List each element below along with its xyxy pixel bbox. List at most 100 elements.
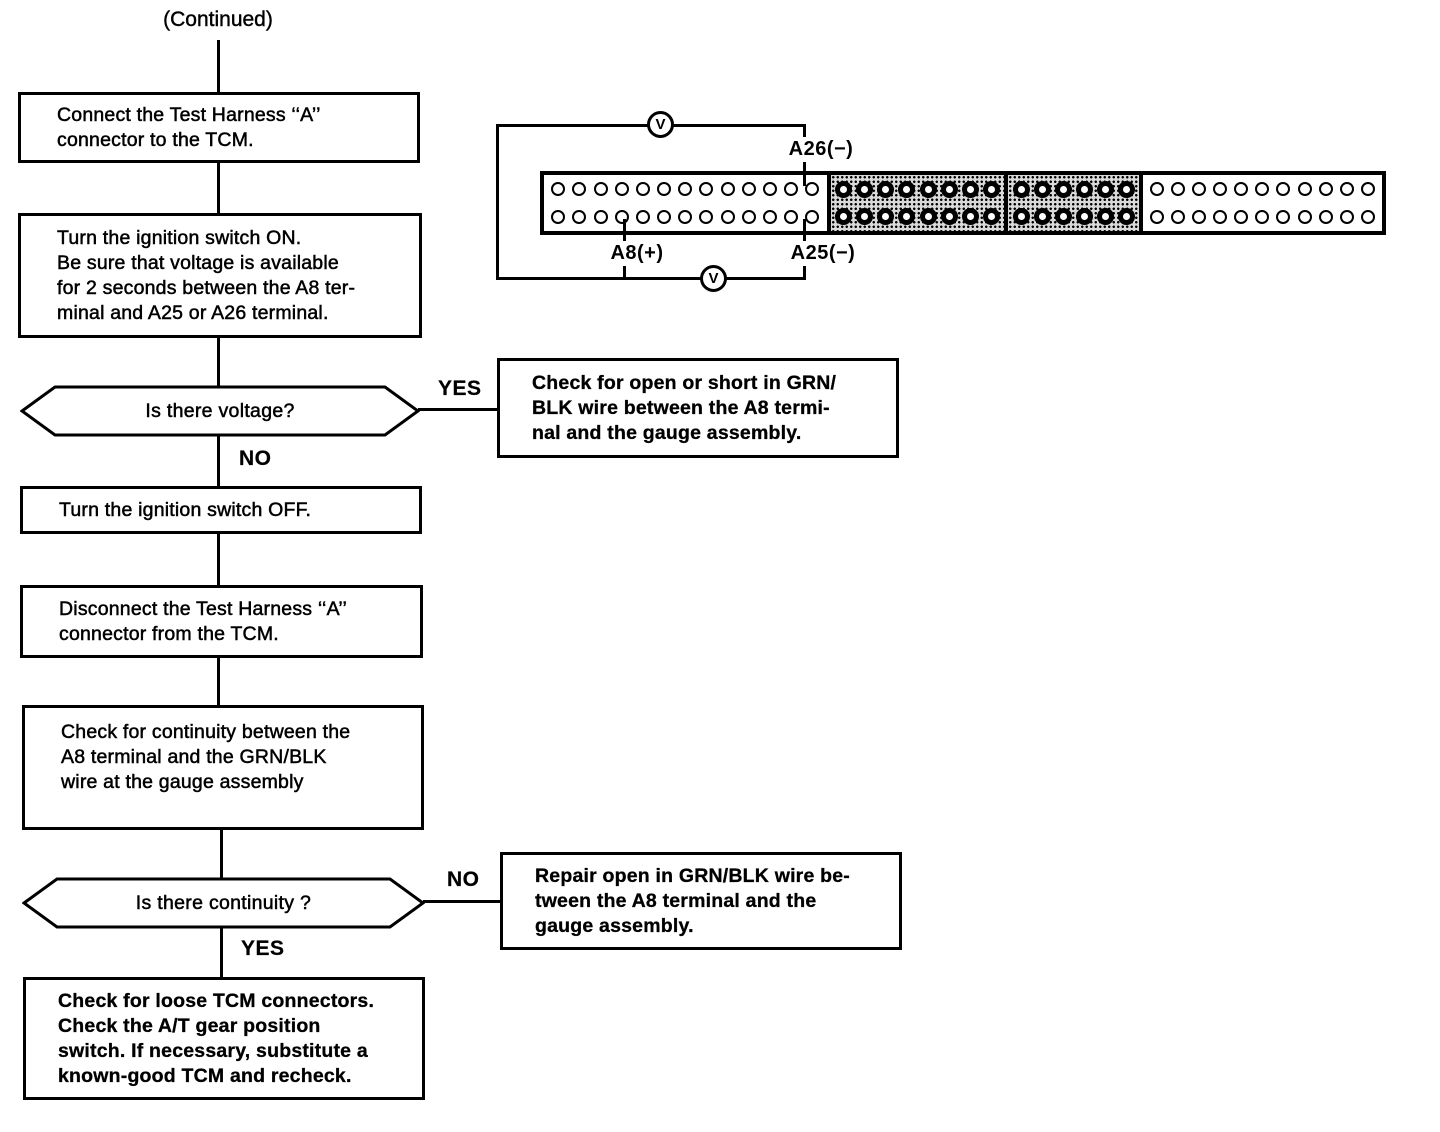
action-repair-open: Repair open in GRN/BLK wire be- tween th… <box>500 852 902 950</box>
connector-pin <box>572 209 587 224</box>
connector-pin <box>898 180 916 198</box>
connector-pin <box>1297 182 1312 197</box>
no-branch-line <box>423 900 503 903</box>
flow-line <box>217 436 220 488</box>
connector-pin <box>940 208 958 226</box>
connector-pin <box>1192 209 1207 224</box>
step-ignition-on: Turn the ignition switch ON. Be sure tha… <box>18 213 422 338</box>
step-text: Turn the ignition switch OFF. <box>59 498 312 521</box>
connector-pin <box>1213 209 1228 224</box>
branch-label-yes: YES <box>241 937 285 960</box>
connector-pin <box>1012 180 1030 198</box>
voltmeter-icon: V <box>700 265 727 292</box>
connector-pin <box>593 182 608 197</box>
decision-voltage: Is there voltage? <box>20 385 420 437</box>
action-check-open-short: Check for open or short in GRN/ BLK wire… <box>497 358 899 458</box>
connector-pin <box>1318 182 1333 197</box>
connector-pin <box>593 209 608 224</box>
connector-pin <box>657 209 672 224</box>
connector-pin <box>784 209 799 224</box>
connector-pin <box>1318 209 1333 224</box>
flow-line <box>217 657 220 707</box>
connector-pin <box>1117 180 1135 198</box>
connector-section-3 <box>1004 175 1139 231</box>
meter-wire-bottom <box>496 277 806 280</box>
connector-pin <box>983 180 1001 198</box>
connector-pin <box>855 208 873 226</box>
connector-pin <box>614 209 629 224</box>
hexagon-shape <box>22 877 425 929</box>
connector-pin-row <box>1008 176 1138 203</box>
connector-pin <box>1054 180 1072 198</box>
meter-wire-left <box>496 124 499 280</box>
voltmeter-symbol: V <box>708 270 719 287</box>
connector-pin <box>1360 182 1375 197</box>
connector-pin <box>678 209 693 224</box>
voltmeter-symbol: V <box>655 116 666 133</box>
connector-pin <box>1075 180 1093 198</box>
connector-pin <box>877 180 895 198</box>
connector-pin <box>1149 209 1164 224</box>
step-disconnect-harness: Disconnect the Test Harness ‘‘A’’ connec… <box>20 585 423 658</box>
step-text: Connect the Test Harness ‘‘A’’ connector… <box>57 103 321 151</box>
connector-pin-row <box>831 203 1005 230</box>
connector-pin <box>720 209 735 224</box>
connector-pin <box>1171 209 1186 224</box>
connector-pin <box>1234 209 1249 224</box>
connector-section-4 <box>1138 175 1382 231</box>
connector-pin-row <box>831 176 1005 203</box>
step-connect-harness: Connect the Test Harness ‘‘A’’ connector… <box>18 92 420 163</box>
connector-pin <box>1171 182 1186 197</box>
step-text: Disconnect the Test Harness ‘‘A’’ connec… <box>59 597 348 645</box>
connector-pin <box>919 208 937 226</box>
connector-pin <box>1213 182 1228 197</box>
continued-label: (Continued) <box>163 8 273 31</box>
branch-label-no: NO <box>239 447 272 470</box>
connector-pin <box>762 182 777 197</box>
connector-pin <box>898 208 916 226</box>
connector-pin-row <box>544 176 827 203</box>
connector-pin <box>1054 208 1072 226</box>
connector-pin <box>1339 182 1354 197</box>
step-text: Turn the ignition switch ON. Be sure tha… <box>57 226 356 324</box>
flow-line <box>220 829 223 879</box>
connector-pin <box>551 209 566 224</box>
connector-pin <box>572 182 587 197</box>
connector-pin <box>1276 182 1291 197</box>
connector-pin <box>919 180 937 198</box>
connector-pin <box>940 180 958 198</box>
connector-pin <box>699 182 714 197</box>
connector-pin <box>762 209 777 224</box>
connector-pin <box>1276 209 1291 224</box>
connector-pin-row <box>1143 176 1382 203</box>
connector-pin <box>1033 180 1051 198</box>
voltmeter-icon: V <box>647 111 674 138</box>
connector-pin-row <box>1008 203 1138 230</box>
connector-pin <box>678 182 693 197</box>
connector-pin <box>1096 208 1114 226</box>
connector-pin <box>1234 182 1249 197</box>
flow-line <box>217 163 220 215</box>
connector-pin <box>635 209 650 224</box>
connector-pin <box>741 209 756 224</box>
step-text: Check for continuity between the A8 term… <box>61 721 351 794</box>
connector-pin <box>834 180 852 198</box>
connector-pin <box>1192 182 1207 197</box>
hexagon-shape <box>20 385 420 437</box>
step-text: Check for open or short in GRN/ BLK wire… <box>532 371 837 444</box>
flow-line <box>217 338 220 388</box>
step-ignition-off: Turn the ignition switch OFF. <box>20 486 422 534</box>
connector-pin <box>805 209 820 224</box>
yes-branch-line <box>418 408 500 411</box>
connector-pin <box>635 182 650 197</box>
connector-pin <box>1117 208 1135 226</box>
connector-pin <box>1360 209 1375 224</box>
tcm-connector-diagram <box>540 171 1386 235</box>
connector-pin <box>962 208 979 226</box>
connector-pin <box>855 180 873 198</box>
step-text: Repair open in GRN/BLK wire be- tween th… <box>535 864 850 937</box>
connector-pin <box>741 182 756 197</box>
connector-pin <box>1149 182 1164 197</box>
connector-pin <box>614 182 629 197</box>
